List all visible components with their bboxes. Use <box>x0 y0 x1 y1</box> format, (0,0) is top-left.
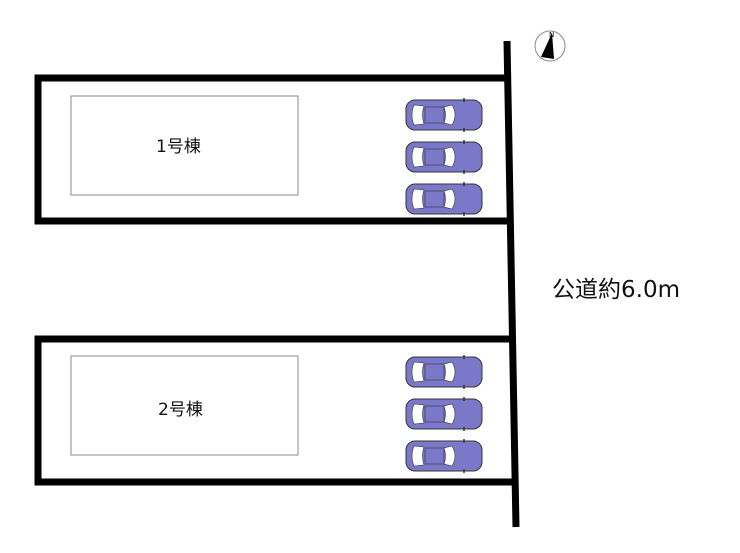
north-label: N <box>549 31 554 39</box>
car-icon <box>405 182 483 216</box>
lot-1-boundary <box>34 74 512 225</box>
north-compass-icon: N <box>534 30 566 62</box>
car-icon <box>405 439 483 473</box>
car-icon <box>405 397 483 431</box>
building-1-outline <box>70 95 299 196</box>
road-label: 公道約6.0m <box>552 277 680 303</box>
car-icon <box>405 140 483 174</box>
building-2-outline <box>70 355 299 456</box>
road-boundary-line <box>503 40 520 528</box>
lot-2-boundary <box>34 335 515 486</box>
building-2-label: 2号棟 <box>158 400 203 420</box>
car-icon <box>405 98 483 132</box>
building-1-label: 1号棟 <box>156 137 201 157</box>
car-icon <box>405 355 483 389</box>
